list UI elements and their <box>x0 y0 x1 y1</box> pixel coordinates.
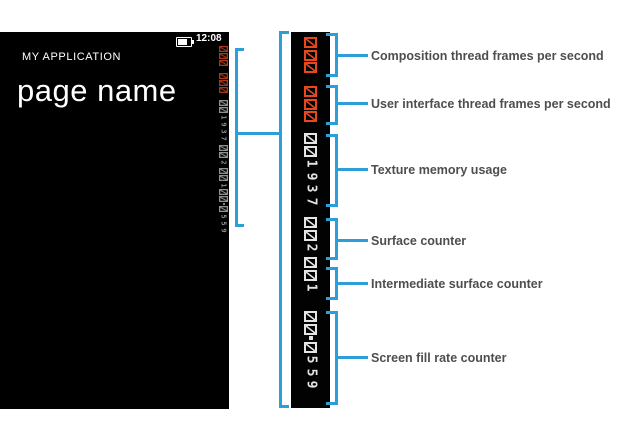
slashed-zero-glyph <box>219 168 228 174</box>
slashed-zero-glyph <box>304 217 317 228</box>
bracket-ui-fps <box>326 85 338 125</box>
slashed-zero-glyph <box>219 100 228 106</box>
slashed-zero-glyph <box>219 145 228 151</box>
battery-fill <box>178 39 187 45</box>
digit-glyph: 9 <box>220 121 228 127</box>
slashed-zero-glyph <box>304 62 317 73</box>
slashed-zero-glyph <box>219 60 228 66</box>
digit-glyph: 7 <box>220 135 228 141</box>
counter-group-ui-fps-mini <box>218 73 229 93</box>
slashed-zero-glyph <box>219 46 228 52</box>
digit-glyph: 5 <box>220 220 228 226</box>
decimal-dot-glyph <box>308 336 313 340</box>
digit-glyph: 1 <box>302 283 318 292</box>
bracket-zoom-bar <box>279 31 289 408</box>
digit-glyph: 5 <box>302 355 318 364</box>
slashed-zero-glyph <box>304 111 317 122</box>
label-texture-memory: Texture memory usage <box>371 163 507 177</box>
slashed-zero-glyph <box>304 341 317 353</box>
slashed-zero-glyph <box>304 49 317 61</box>
slashed-zero-glyph <box>219 53 228 59</box>
label-surface-counter: Surface counter <box>371 234 467 248</box>
counter-group-composition-fps-mini <box>218 46 229 66</box>
callout-line-surface-counter <box>338 239 368 242</box>
label-composition-fps: Composition thread frames per second <box>371 49 604 63</box>
slashed-zero-glyph <box>304 86 317 97</box>
digit-glyph: 5 <box>220 213 228 219</box>
slashed-zero-glyph <box>304 257 317 268</box>
slashed-zero-glyph <box>304 37 317 48</box>
slashed-zero-glyph <box>219 107 228 113</box>
counter-group-intermediate-surface-counter: 1 <box>291 257 330 293</box>
digit-glyph: 2 <box>220 159 228 165</box>
page-title: page name <box>17 73 177 108</box>
label-ui-fps: User interface thread frames per second <box>371 97 611 111</box>
counter-group-screen-fill-rate: 5 5 9 <box>291 311 330 390</box>
digit-glyph: 1 <box>220 114 228 120</box>
bracket-texture-memory <box>326 134 338 207</box>
slashed-zero-glyph <box>304 311 317 322</box>
digit-glyph: 9 <box>302 380 318 389</box>
digit-glyph: 7 <box>302 197 318 205</box>
callout-line-screen-fill-rate <box>338 356 368 359</box>
digit-glyph: 1 <box>220 182 228 188</box>
counter-group-composition-fps <box>291 37 330 73</box>
digit-glyph: 2 <box>302 243 318 252</box>
bracket-screen-fill-rate <box>326 311 338 405</box>
slashed-zero-glyph <box>219 152 228 158</box>
slashed-zero-glyph <box>304 229 317 241</box>
slashed-zero-glyph <box>219 206 228 212</box>
callout-line-texture-memory <box>338 168 368 171</box>
slashed-zero-glyph <box>304 133 317 144</box>
callout-line-intermediate-surface <box>338 282 368 285</box>
counter-group-surface-counter-mini: 2 <box>218 145 229 165</box>
slashed-zero-glyph <box>219 175 228 181</box>
digit-glyph: 3 <box>302 184 318 193</box>
slashed-zero-glyph <box>304 145 317 157</box>
slashed-zero-glyph <box>304 269 317 281</box>
digit-glyph: 9 <box>220 227 228 233</box>
slashed-zero-glyph <box>219 196 228 202</box>
counter-group-surface-counter: 2 <box>291 217 330 253</box>
label-intermediate-surface: Intermediate surface counter <box>371 277 543 291</box>
callout-line-composition-fps <box>338 54 368 57</box>
digit-glyph: 9 <box>302 172 318 180</box>
battery-icon <box>176 37 194 47</box>
slashed-zero-glyph <box>219 73 228 79</box>
digit-glyph: 1 <box>302 159 318 168</box>
bracket-surface-counter <box>326 218 338 260</box>
decimal-dot-glyph <box>222 203 225 205</box>
bracket-composition-fps <box>326 33 338 77</box>
battery-nub <box>192 40 194 44</box>
bracket-intermediate-surface <box>326 267 338 300</box>
label-screen-fill-rate: Screen fill rate counter <box>371 351 507 365</box>
callout-line-phone-to-zoom <box>238 132 279 135</box>
app-title: MY APPLICATION <box>22 51 122 63</box>
status-time: 12:08 <box>196 33 222 44</box>
digit-glyph: 3 <box>220 128 228 134</box>
slashed-zero-glyph <box>219 80 228 86</box>
counter-group-ui-fps <box>291 86 330 122</box>
digit-glyph: 5 <box>302 368 318 376</box>
counter-group-intermediate-surface-counter-mini: 1 <box>218 168 229 188</box>
slashed-zero-glyph <box>219 189 228 195</box>
bracket-phone-counters <box>235 48 244 227</box>
slashed-zero-glyph <box>304 323 317 335</box>
slashed-zero-glyph <box>304 98 317 110</box>
callout-line-ui-fps <box>338 102 368 105</box>
slashed-zero-glyph <box>219 87 228 93</box>
